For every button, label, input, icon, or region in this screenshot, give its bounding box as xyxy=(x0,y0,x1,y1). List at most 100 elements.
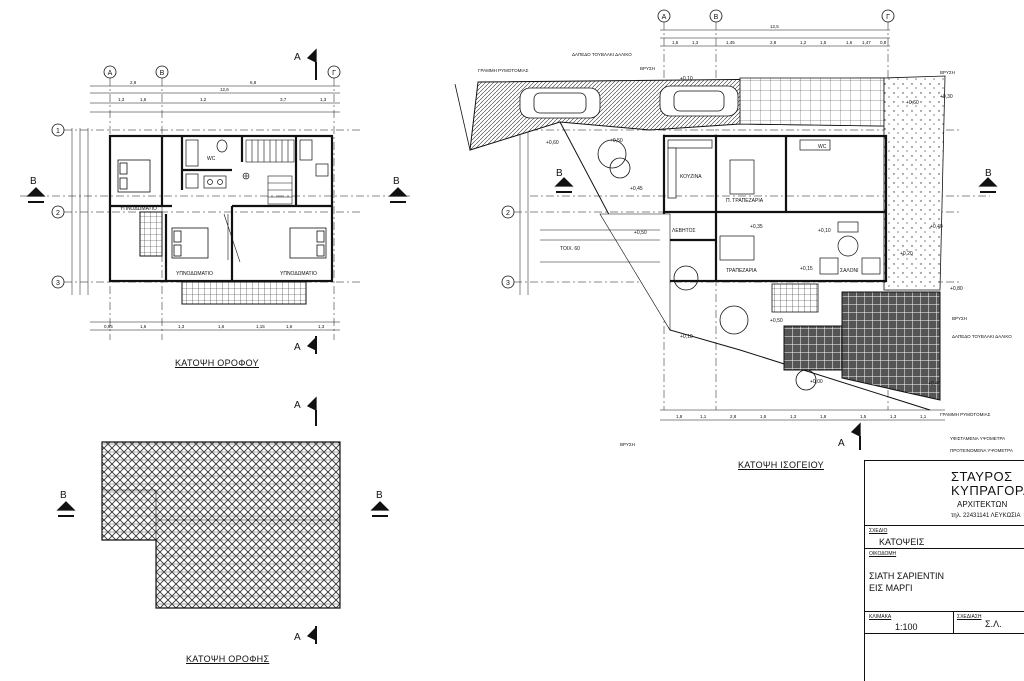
svg-text:B: B xyxy=(60,490,67,501)
firm-phone: τηλ. 22431141 ΛΕΥΚΩΣΙΑ xyxy=(951,513,1021,519)
svg-text:+0,50: +0,50 xyxy=(610,138,623,144)
title-block-divider xyxy=(865,548,1024,549)
svg-text:ΠΡΟΤΕΙΝΟΜΕΝΑ ΥΨΟΜΕΤΡΑ: ΠΡΟΤΕΙΝΟΜΕΝΑ ΥΨΟΜΕΤΡΑ xyxy=(950,448,1013,453)
svg-text:A: A xyxy=(294,632,301,643)
svg-text:Γ: Γ xyxy=(332,70,336,77)
svg-text:1,5: 1,5 xyxy=(760,414,767,419)
svg-text:ΥΠΝΟΔΩΜΑΤΙΟ: ΥΠΝΟΔΩΜΑΤΙΟ xyxy=(176,271,213,277)
svg-text:ΒΡΥΣΗ: ΒΡΥΣΗ xyxy=(640,66,655,71)
svg-text:A: A xyxy=(662,14,667,21)
svg-text:1,6: 1,6 xyxy=(140,324,147,329)
svg-text:2,9: 2,9 xyxy=(130,80,137,85)
svg-text:1,3: 1,3 xyxy=(178,324,185,329)
svg-text:1,1: 1,1 xyxy=(920,414,927,419)
svg-text:B: B xyxy=(376,490,383,501)
svg-text:A: A xyxy=(108,70,113,77)
svg-text:ΤΟΙΧ. 60: ΤΟΙΧ. 60 xyxy=(560,246,580,252)
title-block-divider xyxy=(865,633,1024,634)
svg-text:2: 2 xyxy=(506,210,510,217)
svg-text:Γ: Γ xyxy=(886,14,890,21)
svg-text:ΚΟΥΖΙΝΑ: ΚΟΥΖΙΝΑ xyxy=(680,174,702,180)
svg-text:6,8: 6,8 xyxy=(250,80,257,85)
svg-text:+0,10: +0,10 xyxy=(680,334,693,340)
svg-text:ΥΠΝΟΔΩΜΑΤΙΟ: ΥΠΝΟΔΩΜΑΤΙΟ xyxy=(280,271,317,277)
svg-text:1,3: 1,3 xyxy=(692,40,699,45)
ground-floor-title: ΚΑΤΟΨΗ ΙΣΟΓΕΙΟΥ xyxy=(738,460,824,470)
title-block-divider xyxy=(865,525,1024,526)
svg-text:ΓΡΑΜΜΗ ΡΥΜΟΤΟΜΙΑΣ: ΓΡΑΜΜΗ ΡΥΜΟΤΟΜΙΑΣ xyxy=(940,412,991,417)
svg-text:+0,60: +0,60 xyxy=(546,140,559,146)
svg-text:+0,50: +0,50 xyxy=(634,230,647,236)
firm-name-line1: ΣΤΑΥΡΟΣ xyxy=(951,469,1013,484)
svg-text:1,6: 1,6 xyxy=(140,97,147,102)
upper-floor-plan: ΥΠΝΟΔΩΜΑΤΙΟ ΥΠΝΟΔΩΜΑΤΙΟ ΥΠΝΟΔΩΜΑΤΙΟ WC A… xyxy=(20,48,410,354)
roof-plan: A A B B xyxy=(56,396,390,644)
svg-text:Π. ΤΡΑΠΕΖΑΡΙΑ: Π. ΤΡΑΠΕΖΑΡΙΑ xyxy=(726,198,764,204)
title-block-divider xyxy=(953,611,954,633)
svg-text:1,6: 1,6 xyxy=(286,324,293,329)
svg-text:1,3: 1,3 xyxy=(318,324,325,329)
svg-text:0,8: 0,8 xyxy=(880,40,887,45)
svg-text:+0,50: +0,50 xyxy=(770,318,783,324)
svg-text:ΓΡΑΜΜΗ ΡΥΜΟΤΟΜΙΑΣ: ΓΡΑΜΜΗ ΡΥΜΟΤΟΜΙΑΣ xyxy=(478,68,529,73)
roof-plan-title: ΚΑΤΟΨΗ ΟΡΟΦΗΣ xyxy=(186,654,270,664)
svg-text:WC: WC xyxy=(818,144,827,150)
svg-text:B: B xyxy=(30,176,37,187)
drawing-value: ΚΑΤΟΨΕΙΣ xyxy=(879,537,925,547)
svg-text:+0,10: +0,10 xyxy=(818,228,831,234)
svg-text:1,47: 1,47 xyxy=(862,40,871,45)
svg-text:1,3: 1,3 xyxy=(118,97,125,102)
svg-text:1,6: 1,6 xyxy=(218,324,225,329)
firm-profession: ΑΡΧΙΤΕΚΤΩΝ xyxy=(957,500,1008,509)
svg-text:12,5: 12,5 xyxy=(770,24,779,29)
svg-text:A: A xyxy=(838,438,845,449)
svg-text:1,8: 1,8 xyxy=(676,414,683,419)
svg-text:B: B xyxy=(985,168,992,179)
svg-text:A: A xyxy=(294,52,301,63)
svg-text:12,6: 12,6 xyxy=(220,87,229,92)
svg-text:1,2: 1,2 xyxy=(800,40,807,45)
svg-text:+0,45: +0,45 xyxy=(630,186,643,192)
svg-text:1,6: 1,6 xyxy=(846,40,853,45)
svg-text:0,95: 0,95 xyxy=(104,324,113,329)
svg-text:A: A xyxy=(294,400,301,411)
svg-text:ΒΡΥΣΗ: ΒΡΥΣΗ xyxy=(940,70,955,75)
svg-text:2,8: 2,8 xyxy=(770,40,777,45)
svg-text:2,8: 2,8 xyxy=(730,414,737,419)
svg-text:B: B xyxy=(556,168,563,179)
ground-floor-plan: ABΓ 123 xyxy=(454,9,1013,453)
svg-text:1,45: 1,45 xyxy=(726,40,735,45)
svg-text:+0,40: +0,40 xyxy=(928,381,941,387)
svg-text:ΤΡΑΠΕΖΑΡΙΑ: ΤΡΑΠΕΖΑΡΙΑ xyxy=(726,268,757,274)
drawn-caption: ΣΧΕΔΙΑΣΗ xyxy=(957,614,982,620)
svg-text:+0,35: +0,35 xyxy=(750,224,763,230)
svg-text:1,6: 1,6 xyxy=(672,40,679,45)
svg-text:+0,60: +0,60 xyxy=(906,100,919,106)
scale-value: 1:100 xyxy=(895,622,918,632)
svg-text:1,2: 1,2 xyxy=(200,97,207,102)
svg-text:ΒΡΥΣΗ: ΒΡΥΣΗ xyxy=(952,316,967,321)
svg-text:ΛΕΒΗΤΟΣ: ΛΕΒΗΤΟΣ xyxy=(672,228,696,234)
svg-text:+0,00: +0,00 xyxy=(810,379,823,385)
title-block-divider xyxy=(865,611,1024,612)
svg-text:1,15: 1,15 xyxy=(256,324,265,329)
svg-text:WC: WC xyxy=(207,156,216,162)
svg-text:ΣΑΛΟΝΙ: ΣΑΛΟΝΙ xyxy=(840,268,859,274)
svg-text:+0,30: +0,30 xyxy=(940,94,953,100)
svg-text:1,5: 1,5 xyxy=(820,40,827,45)
scale-caption: ΚΛΙΜΑΚΑ xyxy=(869,614,892,620)
svg-text:+0,10: +0,10 xyxy=(680,76,693,82)
svg-text:ΥΠΝΟΔΩΜΑΤΙΟ: ΥΠΝΟΔΩΜΑΤΙΟ xyxy=(120,206,157,212)
building-line2: ΕΙΣ ΜΑΡΓΙ xyxy=(869,583,913,593)
svg-text:ΒΡΥΣΗ: ΒΡΥΣΗ xyxy=(620,442,635,447)
svg-text:+0,15: +0,15 xyxy=(800,266,813,272)
svg-text:1,5: 1,5 xyxy=(860,414,867,419)
svg-text:B: B xyxy=(160,70,165,77)
drawing-caption: ΣΧΕΔΙΟ xyxy=(869,528,888,534)
svg-text:1,1: 1,1 xyxy=(700,414,707,419)
svg-text:B: B xyxy=(393,176,400,187)
svg-text:3: 3 xyxy=(56,280,60,287)
building-caption: ΟΙΚΟΔΟΜΗ xyxy=(869,551,897,557)
